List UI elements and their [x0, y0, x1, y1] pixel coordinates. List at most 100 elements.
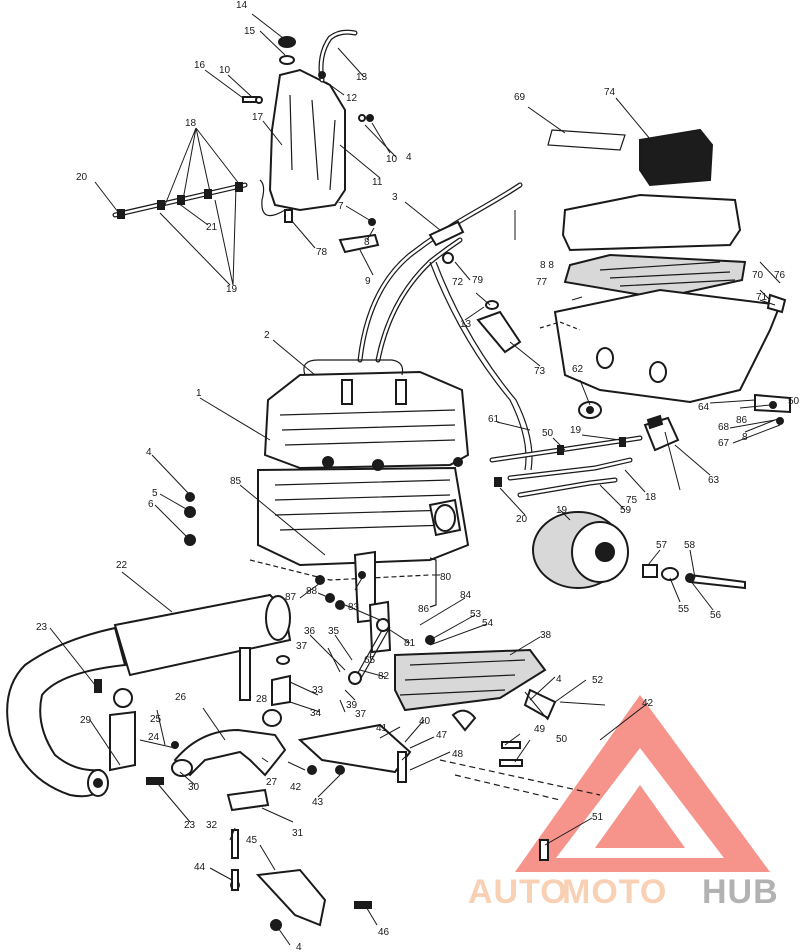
callout-8-top: 8	[364, 237, 370, 248]
spark-plug-left	[341, 379, 353, 405]
callout-23-top: 23	[36, 622, 48, 633]
throttle-cable-assembly	[357, 182, 602, 471]
callout-30: 30	[188, 782, 200, 793]
callout-10-right: 10	[386, 154, 398, 165]
callout-86-mid: 86	[418, 604, 430, 615]
callout-83: 83	[348, 602, 360, 613]
callout-69: 69	[514, 92, 526, 103]
engine-block	[249, 359, 470, 608]
oil-tank-assembly	[112, 29, 380, 254]
watermark-moto: MOTO	[562, 873, 667, 911]
callout-86: 86	[736, 415, 748, 426]
callout-72: 72	[452, 277, 464, 288]
callout-74: 74	[604, 87, 616, 98]
callout-50-right: 50	[788, 396, 800, 407]
callout-35: 35	[328, 626, 340, 637]
callout-56: 56	[710, 610, 722, 621]
callout-27: 27	[266, 777, 278, 788]
choke-cable	[429, 261, 527, 471]
airbox-screen	[563, 253, 747, 300]
vent-hose	[318, 29, 358, 83]
callout-3: 3	[392, 192, 398, 203]
exhaust-system	[6, 593, 292, 812]
watermark-hub: HUB	[702, 873, 779, 911]
mount-grommet	[113, 688, 133, 708]
callout-20-mid: 20	[516, 514, 528, 525]
callout-76: 76	[774, 270, 786, 281]
callout-23-low: 23	[184, 820, 196, 831]
callout-40: 40	[419, 716, 431, 727]
callout-20-top: 20	[76, 172, 88, 183]
callout-19-low: 19	[556, 505, 568, 516]
callout-88-top: 8 8	[540, 260, 554, 271]
exhaust-manifold	[173, 728, 287, 777]
callout-4-mid: 4	[556, 674, 562, 685]
tank-cap	[278, 36, 296, 48]
callout-62-top: 62	[572, 364, 584, 375]
tank-cap-seal	[279, 55, 295, 65]
bracket-lower-stand	[255, 868, 327, 927]
callout-50-low: 50	[556, 734, 568, 745]
callout-15: 15	[244, 26, 256, 37]
callout-61: 61	[488, 414, 500, 425]
callout-42-right: 42	[642, 698, 654, 709]
callout-21: 21	[206, 222, 218, 233]
tie-rod	[354, 624, 386, 679]
callout-85: 85	[230, 476, 242, 487]
oil-line	[259, 179, 286, 217]
callout-37-top: 37	[296, 641, 308, 652]
callout-52: 52	[592, 675, 604, 686]
callout-28: 28	[256, 694, 268, 705]
watermark-triangle-core	[595, 785, 685, 848]
callout-4-left: 4	[146, 447, 152, 458]
callout-22: 22	[116, 560, 128, 571]
callout-25: 25	[150, 714, 162, 725]
leader-lines	[49, 13, 781, 946]
callout-32: 32	[206, 820, 218, 831]
callout-7: 7	[338, 201, 344, 212]
callout-54: 54	[482, 618, 494, 629]
callout-29: 29	[80, 715, 92, 726]
callout-81: 81	[404, 638, 416, 649]
callout-labels: 14 15 13 12 16 10 17 10 4 11 18 20 21 19…	[36, 0, 800, 952]
callout-50-mid: 50	[542, 428, 554, 439]
callout-57: 57	[656, 540, 668, 551]
recoil-starter	[532, 511, 746, 590]
callout-44: 44	[194, 862, 206, 873]
callout-34: 34	[310, 708, 322, 719]
callout-5: 5	[152, 488, 158, 499]
callout-71: 71	[756, 292, 768, 303]
cylinder-head	[263, 370, 470, 470]
callout-42-left: 42	[290, 782, 302, 793]
callout-11: 11	[372, 177, 383, 188]
callout-41: 41	[376, 723, 388, 734]
filter-element	[639, 128, 714, 187]
callout-75: 75	[626, 495, 638, 506]
callout-2: 2	[264, 330, 270, 341]
callout-73: 73	[534, 366, 546, 377]
callout-43: 43	[312, 797, 324, 808]
callout-49: 49	[534, 724, 546, 735]
callout-26: 26	[175, 692, 187, 703]
callout-55: 55	[678, 604, 690, 615]
callout-82: 82	[378, 671, 390, 682]
callout-51: 51	[592, 812, 604, 823]
callout-53: 53	[470, 609, 482, 620]
fuel-lines-right	[489, 414, 680, 498]
callout-46: 46	[378, 927, 390, 938]
callout-14: 14	[236, 0, 248, 11]
callout-63: 63	[708, 475, 720, 486]
callout-19-top: 19	[226, 284, 238, 295]
airbox-dashed-outline	[539, 321, 581, 331]
callout-88-left: 88	[306, 586, 318, 597]
callout-10-left: 10	[219, 65, 231, 76]
callout-48: 48	[452, 749, 464, 760]
watermark-text: AUTO MOTO HUB	[468, 873, 779, 911]
callout-45: 45	[246, 835, 258, 846]
callout-13-top: 13	[356, 72, 368, 83]
airbox-lid	[561, 193, 742, 252]
callout-19-mid: 19	[570, 425, 582, 436]
air-silencer-assembly	[539, 128, 791, 425]
callout-16: 16	[194, 60, 206, 71]
